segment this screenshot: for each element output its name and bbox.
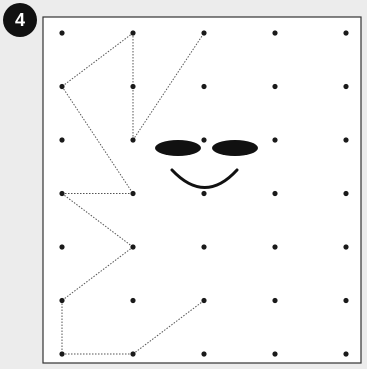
grid-dot [130, 244, 135, 249]
grid-dot [272, 244, 277, 249]
grid-dot [130, 351, 135, 356]
puzzle-panel [43, 17, 361, 363]
grid-dot [272, 30, 277, 35]
grid-dot [343, 351, 348, 356]
left-eye-icon [155, 140, 201, 156]
grid-dot [130, 30, 135, 35]
grid-dot [201, 351, 206, 356]
grid-dot [59, 244, 64, 249]
grid-dot [59, 191, 64, 196]
grid-dot [201, 84, 206, 89]
puzzle-number: 4 [15, 10, 25, 30]
grid-dot [201, 30, 206, 35]
grid-dot [59, 84, 64, 89]
grid-dot [59, 298, 64, 303]
grid-dot [343, 191, 348, 196]
grid-dot [59, 137, 64, 142]
grid-dot [272, 84, 277, 89]
grid-dot [272, 298, 277, 303]
grid-dot [272, 137, 277, 142]
grid-dot [343, 30, 348, 35]
right-eye-icon [212, 140, 258, 156]
grid-dot [343, 137, 348, 142]
grid-dot [59, 351, 64, 356]
grid-dot [130, 137, 135, 142]
grid-dot [201, 244, 206, 249]
grid-dot [130, 298, 135, 303]
grid-dot [59, 30, 64, 35]
grid-dot [272, 351, 277, 356]
grid-dot [201, 298, 206, 303]
grid-dot [201, 137, 206, 142]
grid-dot [130, 84, 135, 89]
puzzle-number-badge: 4 [3, 3, 37, 37]
grid-dot [343, 298, 348, 303]
grid-dot [130, 191, 135, 196]
grid-dot [272, 191, 277, 196]
grid-dot [343, 84, 348, 89]
grid-dot [201, 191, 206, 196]
grid-dot [343, 244, 348, 249]
